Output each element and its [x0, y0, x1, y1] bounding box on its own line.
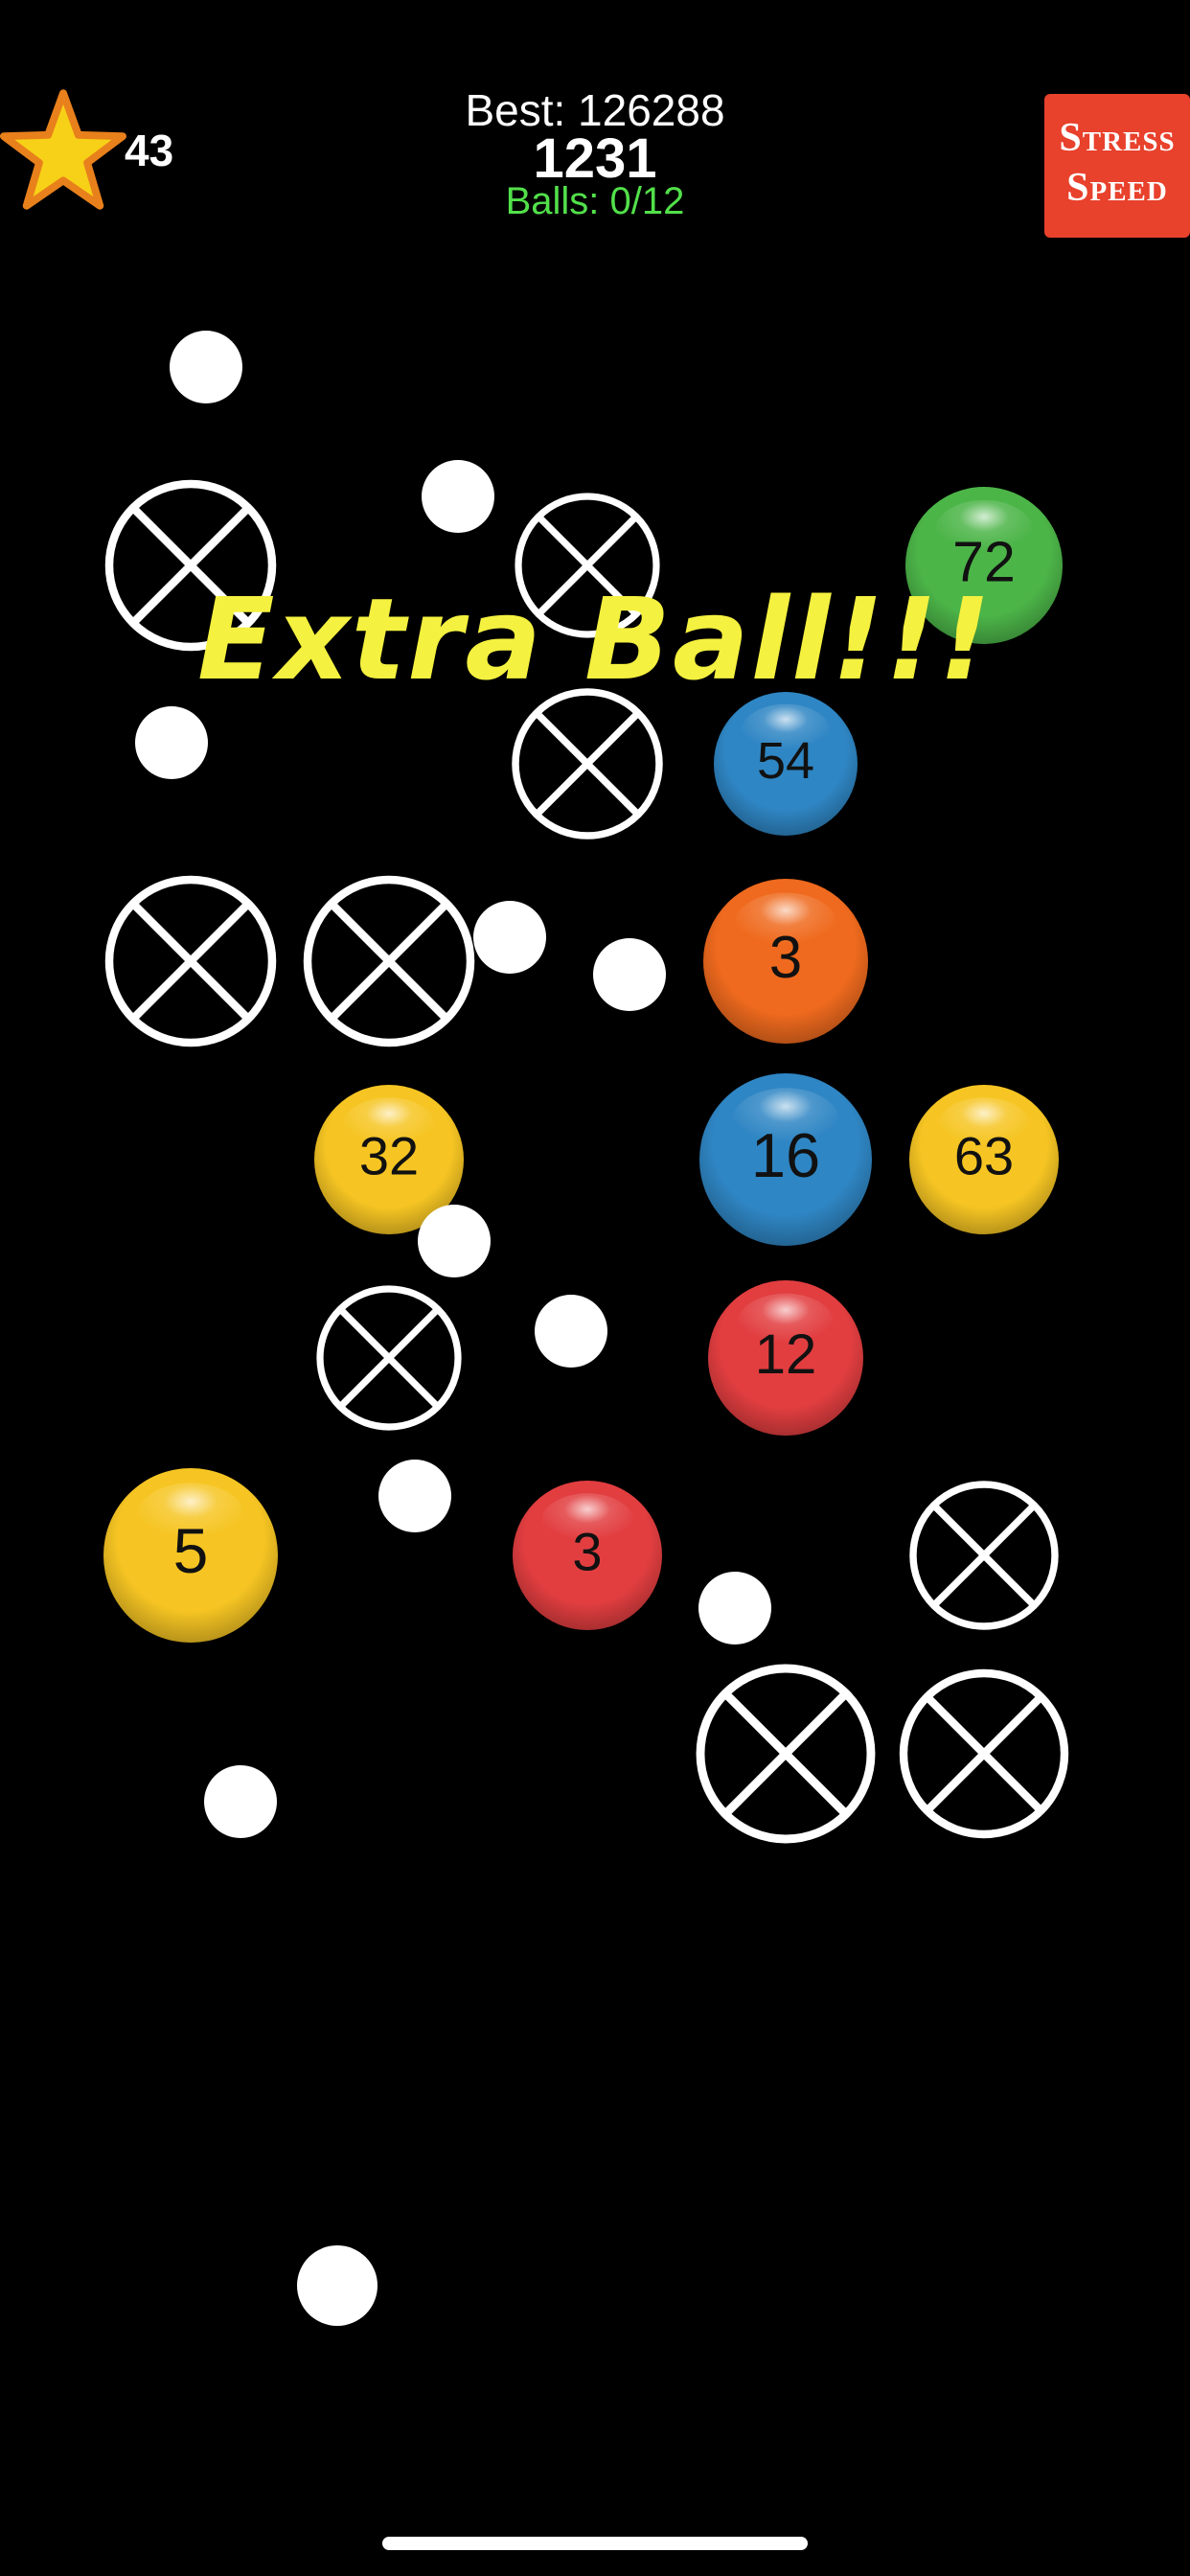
extra-ball-ring-icon — [909, 1481, 1059, 1630]
number-brick: 16 — [699, 1073, 872, 1246]
ball — [135, 706, 208, 779]
ball — [378, 1460, 451, 1532]
brick-value: 12 — [755, 1323, 817, 1386]
balls-counter: Balls: 0/12 — [505, 180, 685, 222]
brick-value: 16 — [751, 1120, 820, 1190]
brick-value: 3 — [572, 1522, 602, 1582]
brick-value: 72 — [952, 530, 1016, 593]
extra-ball-ring-icon — [899, 1668, 1069, 1839]
number-brick: 3 — [703, 879, 868, 1044]
ball — [698, 1572, 771, 1644]
extra-ball-ring-icon — [104, 875, 277, 1047]
ball — [473, 901, 546, 974]
number-brick: 3 — [513, 1481, 662, 1630]
home-indicator[interactable] — [382, 2537, 808, 2550]
ball — [422, 460, 494, 533]
number-brick: 72 — [905, 487, 1063, 644]
star-icon — [0, 89, 126, 210]
ball — [418, 1205, 491, 1277]
brick-value: 32 — [359, 1126, 419, 1186]
ball — [593, 938, 666, 1011]
stress-speed-button[interactable]: Stress Speed — [1044, 94, 1190, 238]
ball — [204, 1765, 277, 1838]
brick-value: 5 — [173, 1515, 209, 1586]
current-score: 1231 — [533, 127, 657, 190]
ball — [170, 331, 242, 403]
extra-ball-ring-icon — [515, 493, 660, 638]
extra-ball-ring-icon — [512, 688, 663, 840]
number-brick: 32 — [314, 1085, 464, 1234]
star-count: 43 — [125, 126, 174, 175]
stress-speed-label-line1: Stress — [1059, 116, 1176, 160]
best-score: Best: 126288 — [465, 85, 725, 135]
extra-ball-ring-icon — [104, 479, 277, 652]
ball — [535, 1295, 607, 1368]
ball — [297, 2245, 378, 2326]
number-brick: 63 — [909, 1085, 1059, 1234]
brick-value: 63 — [954, 1126, 1014, 1186]
brick-value: 3 — [769, 925, 802, 991]
extra-ball-ring-icon — [316, 1285, 462, 1431]
number-brick: 54 — [714, 692, 858, 836]
stress-speed-label-line2: Speed — [1066, 166, 1168, 210]
extra-ball-ring-icon — [303, 875, 475, 1047]
extra-ball-ring-icon — [696, 1664, 876, 1844]
brick-value: 54 — [757, 732, 814, 790]
number-brick: 12 — [708, 1280, 863, 1436]
number-brick: 5 — [103, 1468, 278, 1643]
